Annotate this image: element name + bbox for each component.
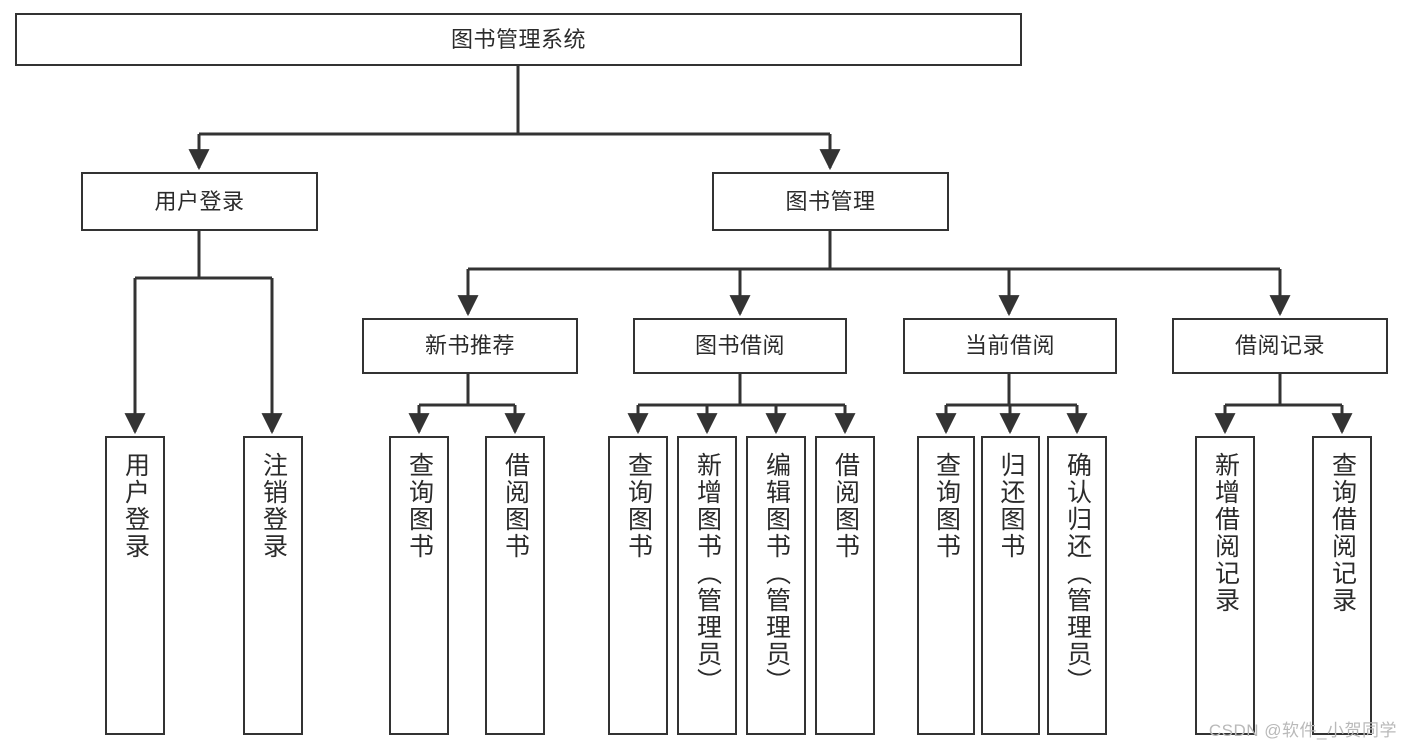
leaf-confirm-return-admin[interactable]: 确认归还（管理员）: [1047, 436, 1107, 735]
leaf-user-login-label: 用户登录: [121, 452, 150, 560]
leaf-user-login[interactable]: 用户登录: [105, 436, 165, 735]
leaf-logout[interactable]: 注销登录: [243, 436, 303, 735]
leaf-query-book-current-label: 查询图书: [932, 452, 961, 560]
node-book-management[interactable]: 图书管理: [712, 172, 949, 231]
node-new-book-recommend[interactable]: 新书推荐: [362, 318, 578, 374]
leaf-confirm-return-admin-label: 确认归还（管理员）: [1063, 452, 1092, 695]
leaf-logout-label: 注销登录: [259, 452, 288, 560]
node-book-management-label: 图书管理: [785, 188, 876, 214]
csdn-watermark: CSDN @软件_小贺同学: [1208, 721, 1397, 740]
leaf-borrow-book-label: 借阅图书: [831, 452, 860, 560]
leaf-borrow-book-newbook[interactable]: 借阅图书: [485, 436, 545, 735]
leaf-add-book-admin-label: 新增图书（管理员）: [693, 452, 722, 695]
leaf-query-book-current[interactable]: 查询图书: [917, 436, 975, 735]
node-user-login[interactable]: 用户登录: [81, 172, 318, 231]
leaf-add-borrow-record[interactable]: 新增借阅记录: [1195, 436, 1255, 735]
node-user-login-label: 用户登录: [154, 188, 245, 214]
leaf-query-book-borrow[interactable]: 查询图书: [608, 436, 668, 735]
leaf-edit-book-admin[interactable]: 编辑图书（管理员）: [746, 436, 806, 735]
leaf-query-book-borrow-label: 查询图书: [624, 452, 653, 560]
node-book-borrow-label: 图书借阅: [694, 333, 785, 359]
leaf-query-borrow-record-label: 查询借阅记录: [1328, 452, 1357, 614]
leaf-add-borrow-record-label: 新增借阅记录: [1211, 452, 1240, 614]
node-current-borrow-label: 当前借阅: [964, 333, 1055, 359]
leaf-query-borrow-record[interactable]: 查询借阅记录: [1312, 436, 1372, 735]
node-borrow-record-label: 借阅记录: [1234, 333, 1325, 359]
leaf-return-book-label: 归还图书: [997, 452, 1025, 560]
node-new-book-recommend-label: 新书推荐: [424, 333, 515, 359]
leaf-query-book-newbook[interactable]: 查询图书: [389, 436, 449, 735]
leaf-query-book-newbook-label: 查询图书: [405, 452, 434, 560]
leaf-edit-book-admin-label: 编辑图书（管理员）: [762, 452, 791, 695]
node-book-borrow[interactable]: 图书借阅: [633, 318, 847, 374]
node-current-borrow[interactable]: 当前借阅: [903, 318, 1117, 374]
node-borrow-record[interactable]: 借阅记录: [1172, 318, 1388, 374]
node-root-label: 图书管理系统: [450, 26, 586, 52]
leaf-borrow-book[interactable]: 借阅图书: [815, 436, 875, 735]
leaf-borrow-book-newbook-label: 借阅图书: [501, 452, 530, 560]
leaf-return-book[interactable]: 归还图书: [981, 436, 1040, 735]
node-root[interactable]: 图书管理系统: [15, 13, 1022, 66]
leaf-add-book-admin[interactable]: 新增图书（管理员）: [677, 436, 737, 735]
